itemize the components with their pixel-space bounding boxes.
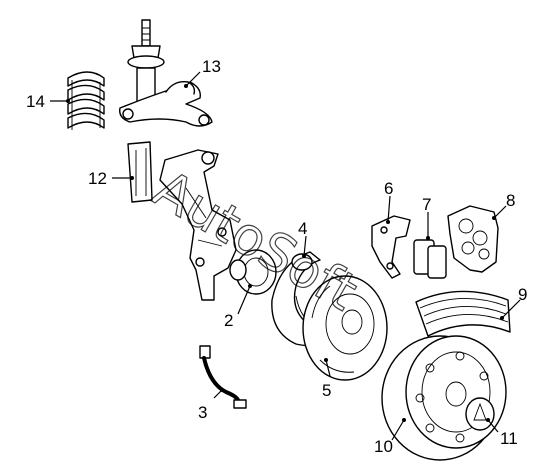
callout-11: 11	[500, 429, 518, 448]
callout-12: 12	[88, 169, 107, 188]
callout-9: 9	[518, 285, 527, 304]
caliper-bracket	[371, 215, 411, 279]
hub-cap	[465, 397, 495, 431]
callout-3: 3	[198, 403, 207, 422]
callout-4: 4	[298, 219, 307, 238]
brake-caliper	[447, 205, 499, 273]
fender-splash-guard	[415, 290, 511, 337]
callout-5: 5	[322, 381, 331, 400]
wheel-hub-bearing	[229, 249, 277, 295]
brake-hose	[199, 345, 247, 409]
coil-spring	[67, 71, 105, 130]
callout-6: 6	[384, 179, 393, 198]
brake-pads	[413, 239, 447, 279]
callout-10: 10	[374, 437, 393, 456]
callout-8: 8	[506, 191, 515, 210]
callout-2: 2	[224, 311, 233, 330]
watermark-text: AutoSoft	[144, 159, 367, 323]
callout-14: 14	[26, 92, 45, 111]
callout-7: 7	[422, 195, 431, 214]
wheel-rim	[381, 335, 507, 461]
callout-13: 13	[202, 57, 221, 76]
brake-disc	[302, 275, 388, 381]
callout-leaders	[50, 71, 521, 441]
steering-knuckle	[159, 149, 237, 301]
upper-control-arm	[119, 81, 213, 127]
callout-labels: 2 3 4 5 6 7 8 9 10 11 12 13 14	[26, 57, 527, 456]
